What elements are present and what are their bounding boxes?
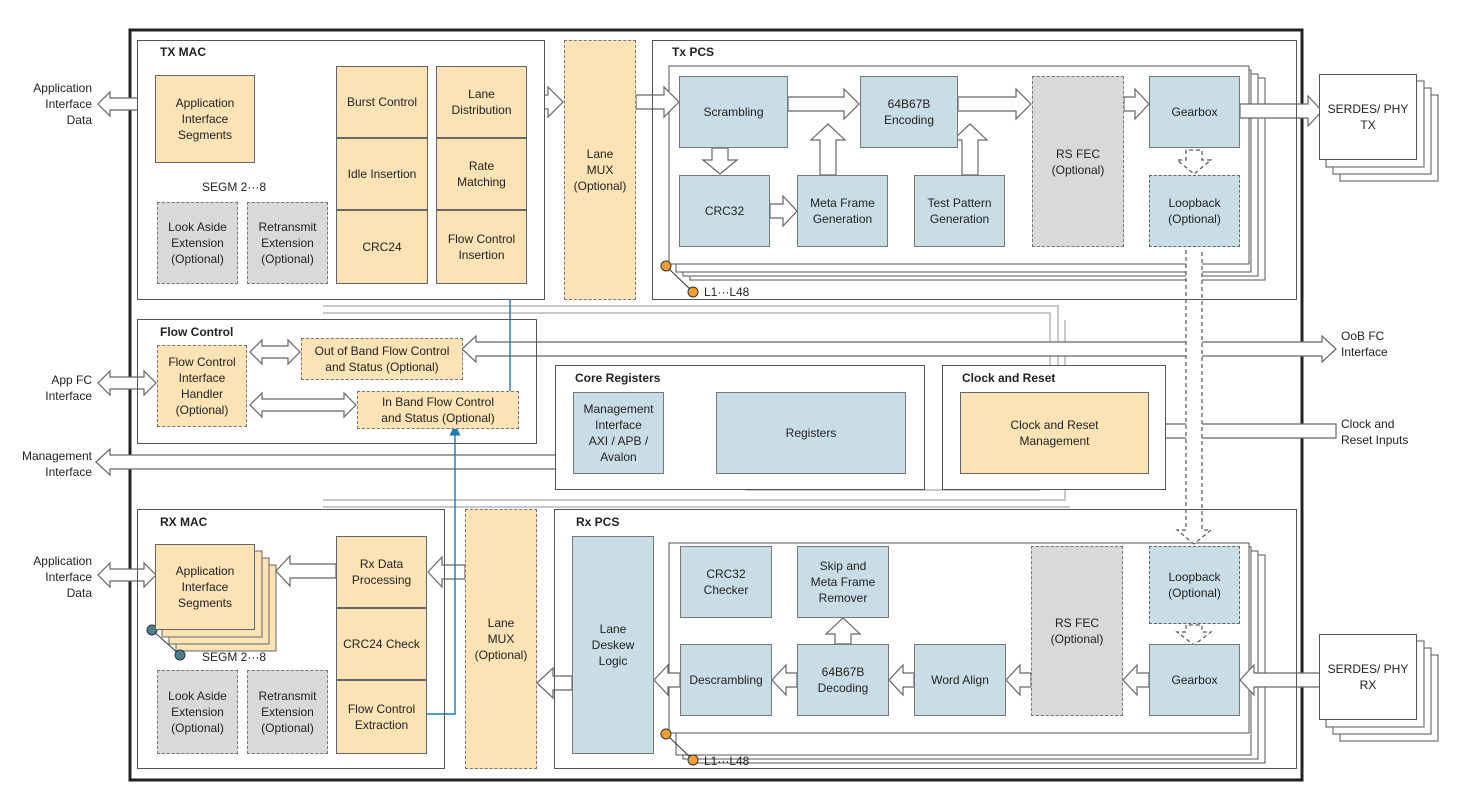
rx-segm-label: SEGM 2···8 — [202, 650, 267, 664]
out-of-band-flow-control: Out of Band Flow Control and Status (Opt… — [301, 338, 463, 380]
encoding-64b67b-block: 64B67B Encoding — [860, 76, 958, 148]
loopback-paths — [1175, 149, 1213, 646]
app-interface-data-rx-label: Application Interface Data — [33, 554, 92, 600]
data-flow-arrows — [95, 85, 1337, 700]
rx-look-aside-extension: Look Aside Extension (Optional) — [157, 670, 238, 754]
tx-rs-fec-block: RS FEC (Optional) — [1032, 76, 1124, 247]
rx-retransmit-extension: Retransmit Extension (Optional) — [247, 670, 328, 754]
rx-gearbox-block: Gearbox — [1149, 644, 1240, 716]
flow-control-section — [137, 319, 537, 444]
registers-block: Registers — [716, 392, 906, 474]
meta-frame-generation-block: Meta Frame Generation — [797, 175, 888, 247]
tx-look-aside-extension: Look Aside Extension (Optional) — [157, 202, 238, 284]
tx-loopback-block: Loopback (Optional) — [1149, 175, 1240, 247]
burst-control-block: Burst Control — [336, 66, 428, 138]
rx-pcs-section — [554, 509, 1297, 769]
rx-mac-title: RX MAC — [160, 515, 208, 529]
rx-data-processing-block: Rx Data Processing — [336, 536, 427, 608]
core-registers-title: Core Registers — [575, 371, 661, 385]
rx-loopback-block: Loopback (Optional) — [1149, 546, 1240, 624]
oob-fc-interface-label: OoB FC Interface — [1341, 329, 1388, 359]
app-fc-interface-label: App FC Interface — [45, 373, 92, 403]
flow-control-insertion-block: Flow Control Insertion — [436, 210, 527, 284]
crc24-check-block: CRC24 Check — [336, 608, 427, 680]
flow-control-interface-handler: Flow Control Interface Handler (Optional… — [157, 345, 247, 427]
crc32-checker-block: CRC32 Checker — [680, 546, 772, 618]
descrambling-block: Descrambling — [680, 644, 772, 716]
scrambling-block: Scrambling — [679, 76, 788, 148]
rate-matching-block: Rate Matching — [436, 138, 527, 210]
rx-pcs-title: Rx PCS — [576, 515, 620, 529]
idle-insertion-block: Idle Insertion — [336, 138, 428, 210]
flow-control-title: Flow Control — [160, 325, 234, 339]
crc24-block: CRC24 — [336, 210, 428, 284]
in-band-flow-control: In Band Flow Control and Status (Optiona… — [357, 391, 519, 429]
tx-pcs-section — [652, 40, 1297, 300]
word-align-block: Word Align — [914, 644, 1006, 716]
test-pattern-generation-block: Test Pattern Generation — [914, 175, 1005, 247]
serdes-phy-rx: SERDES/ PHY RX — [1319, 634, 1417, 720]
crc32-block: CRC32 — [679, 175, 770, 247]
rx-rs-fec-block: RS FEC (Optional) — [1031, 546, 1123, 716]
lane-deskew-logic-block: Lane Deskew Logic — [572, 536, 654, 754]
management-interface-label: Management Interface — [21, 449, 92, 479]
lane-distribution-block: Lane Distribution — [436, 66, 527, 138]
rx-app-interface-segments: Application Interface Segments — [155, 544, 255, 630]
tx-lanes-label: L1···L48 — [704, 285, 750, 299]
tx-gearbox-block: Gearbox — [1149, 76, 1240, 148]
flow-control-extraction-block: Flow Control Extraction — [336, 680, 427, 754]
decoding-64b67b-block: 64B67B Decoding — [797, 644, 889, 716]
clock-reset-inputs-label: Clock and Reset Inputs — [1341, 417, 1409, 447]
tx-pcs-title: Tx PCS — [672, 45, 715, 59]
tx-segm-label: SEGM 2···8 — [202, 180, 267, 194]
clock-reset-title: Clock and Reset — [962, 371, 1056, 385]
rx-lanes-label: L1···L48 — [704, 754, 750, 768]
serdes-phy-tx: SERDES/ PHY TX — [1319, 74, 1417, 160]
flow-control-signals — [419, 279, 516, 715]
lane-indicators — [660, 260, 699, 766]
skip-meta-frame-remover-block: Skip and Meta Frame Remover — [797, 546, 889, 618]
rx-lane-mux: Lane MUX (Optional) — [465, 509, 537, 769]
tx-mac-title: TX MAC — [160, 45, 206, 59]
tx-lane-mux: Lane MUX (Optional) — [564, 40, 636, 300]
rx-mac-section — [137, 509, 445, 769]
clock-reset-management-block: Clock and Reset Management — [960, 392, 1149, 474]
tx-app-interface-segments: Application Interface Segments — [155, 75, 255, 163]
app-interface-data-tx-label: Application Interface Data — [33, 81, 92, 127]
management-interface-block: Management Interface AXI / APB / Avalon — [573, 392, 664, 474]
tx-retransmit-extension: Retransmit Extension (Optional) — [247, 202, 328, 284]
